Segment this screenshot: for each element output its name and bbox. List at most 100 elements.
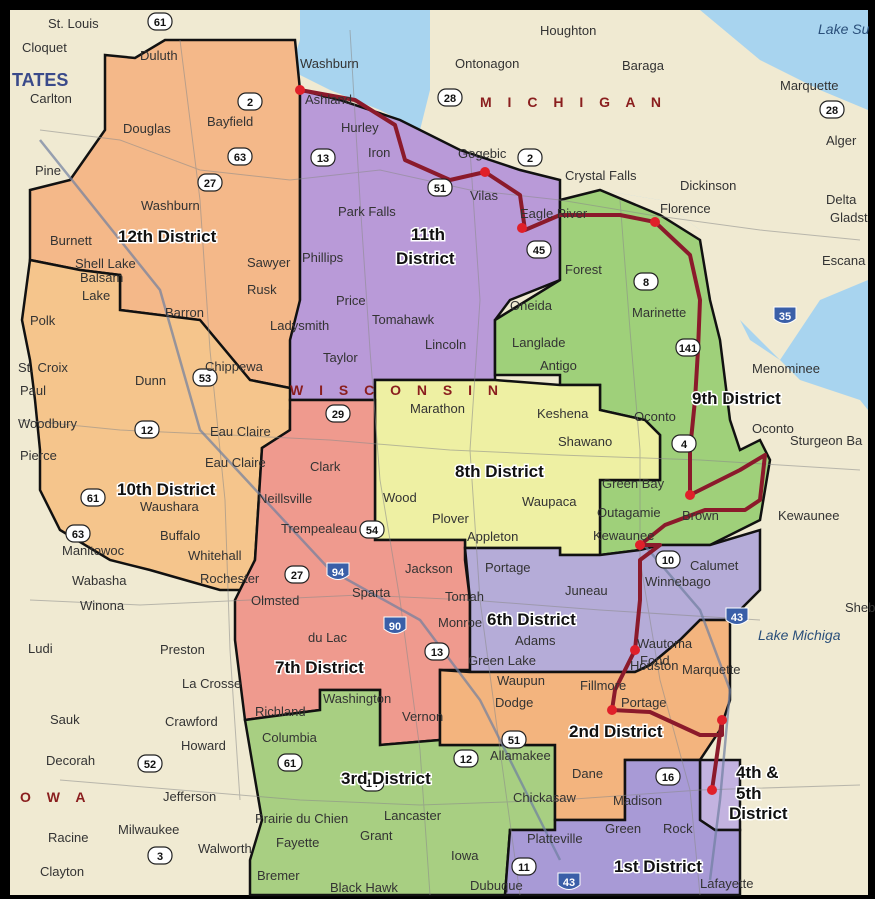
- place-label: Sauk: [50, 712, 80, 727]
- place-label: Portage: [485, 560, 531, 575]
- shield-number: 141: [679, 343, 697, 355]
- place-label: Carlton: [30, 91, 72, 106]
- place-label: Kewaunee: [593, 528, 654, 543]
- place-label: Sparta: [352, 585, 391, 600]
- highway-shield: 28: [437, 88, 463, 107]
- shield-number: 43: [731, 612, 743, 624]
- highway-shield: 10: [655, 550, 681, 569]
- district-3-label: 3rd District: [341, 769, 431, 788]
- place-label: La Crosse: [182, 676, 241, 691]
- place-label: Cloquet: [22, 40, 67, 55]
- place-label: Neillsville: [258, 491, 312, 506]
- place-label: Kewaunee: [778, 508, 839, 523]
- place-label: Lancaster: [384, 808, 442, 823]
- place-label: Whitehall: [188, 548, 242, 563]
- highway-shield: 45: [526, 240, 552, 259]
- place-label: Lafayette: [700, 876, 754, 891]
- place-label: Eau Claire: [210, 424, 271, 439]
- michigan-label: M I C H I G A N: [480, 94, 667, 110]
- place-label: Fond: [640, 653, 670, 668]
- shield-number: 61: [87, 493, 99, 505]
- place-label: Hurley: [341, 120, 379, 135]
- shield-number: 28: [826, 105, 838, 117]
- place-label: Columbia: [262, 730, 318, 745]
- place-label: Ludi: [28, 641, 53, 656]
- place-label: Barron: [165, 305, 204, 320]
- place-label: Duluth: [140, 48, 178, 63]
- place-label: Green: [605, 821, 641, 836]
- place-label: Chickasaw: [513, 790, 576, 805]
- highway-shield: 29: [325, 404, 351, 423]
- place-label: Manitowoc: [62, 543, 125, 558]
- place-label: Grant: [360, 828, 393, 843]
- highway-shield: 51: [501, 730, 527, 749]
- place-label: Monroe: [438, 615, 482, 630]
- place-label: Balsam: [80, 270, 123, 285]
- place-label: Keshena: [537, 406, 589, 421]
- district-4-5-label-line3: District: [729, 804, 788, 823]
- place-label: Trempealeau: [281, 521, 357, 536]
- place-label: Iron: [368, 145, 390, 160]
- place-label: Paul: [20, 383, 46, 398]
- place-label: Howard: [181, 738, 226, 753]
- district-11-region[interactable]: [288, 88, 562, 402]
- states-label: TATES: [12, 70, 68, 90]
- place-label: Brown: [682, 508, 719, 523]
- highway-shield: 12: [134, 420, 160, 439]
- place-label: Marquette: [780, 78, 839, 93]
- highway-shield: 12: [453, 749, 479, 768]
- place-label: Rock: [663, 821, 693, 836]
- shield-number: 51: [508, 735, 520, 747]
- place-label: Florence: [660, 201, 711, 216]
- place-label: Vernon: [402, 709, 443, 724]
- place-label: Platteville: [527, 831, 583, 846]
- highway-shield: 27: [284, 565, 310, 584]
- lake-superior-label: Lake Su: [818, 21, 870, 37]
- place-label: Baraga: [622, 58, 665, 73]
- shield-number: 11: [518, 862, 530, 874]
- highway-shield: 27: [197, 173, 223, 192]
- highway-shield: 11: [511, 857, 537, 876]
- place-label: Oconto: [752, 421, 794, 436]
- place-label: Ashland: [305, 92, 352, 107]
- place-label: Green Bay: [602, 476, 665, 491]
- place-label: Wautoma: [637, 636, 693, 651]
- place-label: Clark: [310, 459, 341, 474]
- district-1-label: 1st District: [614, 857, 702, 876]
- place-label: Decorah: [46, 753, 95, 768]
- place-label: Juneau: [565, 583, 608, 598]
- shield-number: 14: [366, 778, 379, 790]
- place-label: Waushara: [140, 499, 200, 514]
- shield-number: 8: [643, 277, 649, 289]
- place-label: Eagle River: [520, 206, 588, 221]
- shield-number: 12: [141, 425, 153, 437]
- shield-number: 43: [563, 877, 575, 889]
- place-label: Fillmore: [580, 678, 626, 693]
- district-2-label: 2nd District: [569, 722, 663, 741]
- highway-shield: 8: [633, 272, 659, 291]
- shield-number: 3: [157, 851, 163, 863]
- place-label: Houston: [630, 658, 678, 673]
- shield-number: 52: [144, 759, 156, 771]
- place-label: Delta: [826, 192, 857, 207]
- place-label: Washburn: [300, 56, 359, 71]
- district-12-label: 12th District: [118, 227, 217, 246]
- place-label: Ontonagon: [455, 56, 519, 71]
- route-stop-dot: [607, 705, 617, 715]
- shield-number: 61: [154, 17, 166, 29]
- shield-number: 10: [662, 555, 674, 567]
- shield-number: 54: [366, 525, 379, 537]
- place-label: Menominee: [752, 361, 820, 376]
- shield-number: 27: [291, 570, 303, 582]
- highway-shield: 141: [675, 338, 701, 357]
- place-label: Outagamie: [597, 505, 661, 520]
- place-label: Winnebago: [645, 574, 711, 589]
- highway-shield: 90: [383, 616, 407, 634]
- place-label: Rochester: [200, 571, 260, 586]
- highway-shield: 61: [277, 753, 303, 772]
- place-label: Plover: [432, 511, 470, 526]
- place-label: Alger: [826, 133, 857, 148]
- place-label: Washburn: [141, 198, 200, 213]
- highway-shield: 4: [671, 434, 697, 453]
- place-label: Eau Claire: [205, 455, 266, 470]
